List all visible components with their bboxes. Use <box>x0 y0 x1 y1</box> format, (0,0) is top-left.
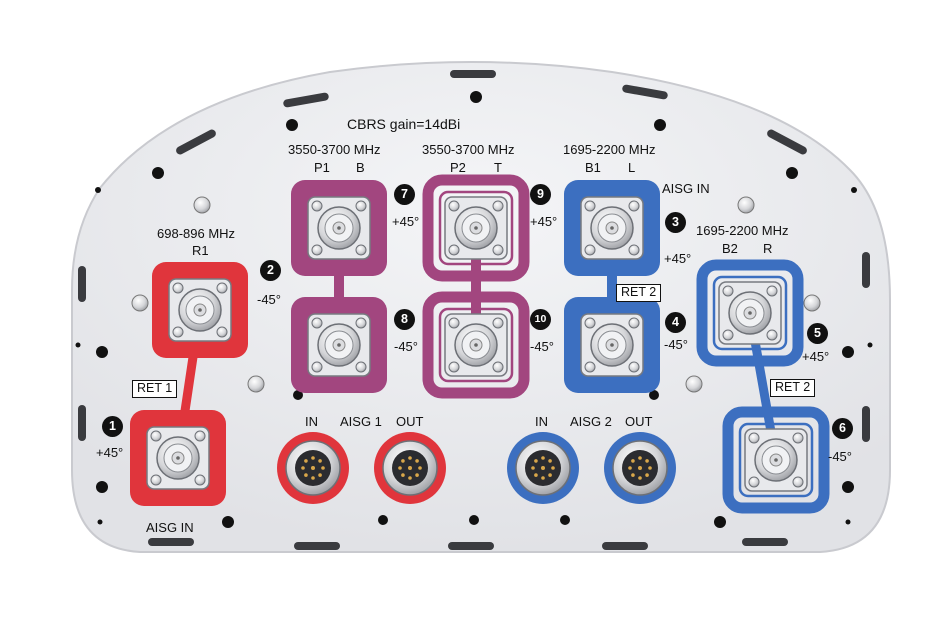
p1-col1: P1 <box>314 160 330 175</box>
ret2-label-b1: RET 2 <box>616 284 662 302</box>
port-pol-3: +45° <box>664 251 692 266</box>
port-connector-5[interactable] <box>718 281 782 345</box>
p1-freq: 3550-3700 MHz <box>288 142 381 157</box>
port-pol-4: -45° <box>664 337 688 352</box>
port-connector-9[interactable] <box>444 196 508 260</box>
aisg1-name-label: AISG 1 <box>340 414 382 429</box>
port-badge-4: 4 <box>665 312 686 333</box>
rim-slots <box>78 70 870 550</box>
b1-freq: 1695-2200 MHz <box>563 142 656 157</box>
port-pol-5: +45° <box>802 349 830 364</box>
aisg2-out-connector[interactable] <box>604 432 676 504</box>
port-pol-2: -45° <box>257 292 281 307</box>
port-badge-5: 5 <box>807 323 828 344</box>
r1-port-label: R1 <box>192 243 209 258</box>
port-badge-3: 3 <box>665 212 686 233</box>
aisg1-out-connector[interactable] <box>374 432 446 504</box>
port-connector-6[interactable] <box>744 428 808 492</box>
p1-col2: B <box>356 160 365 175</box>
port-connector-10[interactable] <box>444 313 508 377</box>
ret1-label: RET 1 <box>132 380 178 398</box>
port-frame-9 <box>422 174 530 282</box>
aisg2-out-label: OUT <box>625 414 653 429</box>
port-connector-8[interactable] <box>307 313 371 377</box>
p2-col2: T <box>494 160 502 175</box>
port-badge-2: 2 <box>260 260 281 281</box>
port-connector-4[interactable] <box>580 313 644 377</box>
r1-aisg-label: AISG IN <box>146 520 194 535</box>
mount-holes <box>75 91 873 528</box>
b1-col1: B1 <box>585 160 601 175</box>
port-badge-9: 9 <box>530 184 551 205</box>
port-badge-7: 7 <box>394 184 415 205</box>
port-pol-6: -45° <box>828 449 852 464</box>
port-connector-1[interactable] <box>146 426 210 490</box>
port-pol-1: +45° <box>96 445 124 460</box>
b1-aisg-label: AISG IN <box>662 181 710 196</box>
port-badge-10: 10 <box>530 309 551 330</box>
aisg1-out-label: OUT <box>396 414 424 429</box>
b2-col1: B2 <box>722 241 738 256</box>
port-frame-6 <box>722 406 830 514</box>
aisg2-in-label: IN <box>535 414 548 429</box>
port-pol-9: +45° <box>530 214 558 229</box>
ret2-label-b2: RET 2 <box>770 379 816 397</box>
aisg2-in-connector[interactable] <box>507 432 579 504</box>
b1-col2: L <box>628 160 636 175</box>
p2-freq: 3550-3700 MHz <box>422 142 515 157</box>
port-frame-5 <box>696 259 804 367</box>
port-connector-2[interactable] <box>168 278 232 342</box>
p2-col1: P2 <box>450 160 466 175</box>
port-pol-7: +45° <box>392 214 420 229</box>
r1-freq: 698-896 MHz <box>157 226 236 241</box>
port-badge-1: 1 <box>102 416 123 437</box>
port-pol-8: -45° <box>394 339 418 354</box>
aisg2-name-label: AISG 2 <box>570 414 612 429</box>
port-connector-7[interactable] <box>307 196 371 260</box>
b2-freq: 1695-2200 MHz <box>696 223 789 238</box>
b2-col2: R <box>763 241 773 256</box>
aisg1-in-label: IN <box>305 414 318 429</box>
screws <box>131 196 821 393</box>
port-connector-3[interactable] <box>580 196 644 260</box>
port-frame-10 <box>422 291 530 399</box>
port-badge-8: 8 <box>394 309 415 330</box>
port-pol-10: -45° <box>530 339 554 354</box>
port-badge-6: 6 <box>832 418 853 439</box>
panel-title: CBRS gain=14dBi <box>347 116 461 132</box>
aisg1-in-connector[interactable] <box>277 432 349 504</box>
